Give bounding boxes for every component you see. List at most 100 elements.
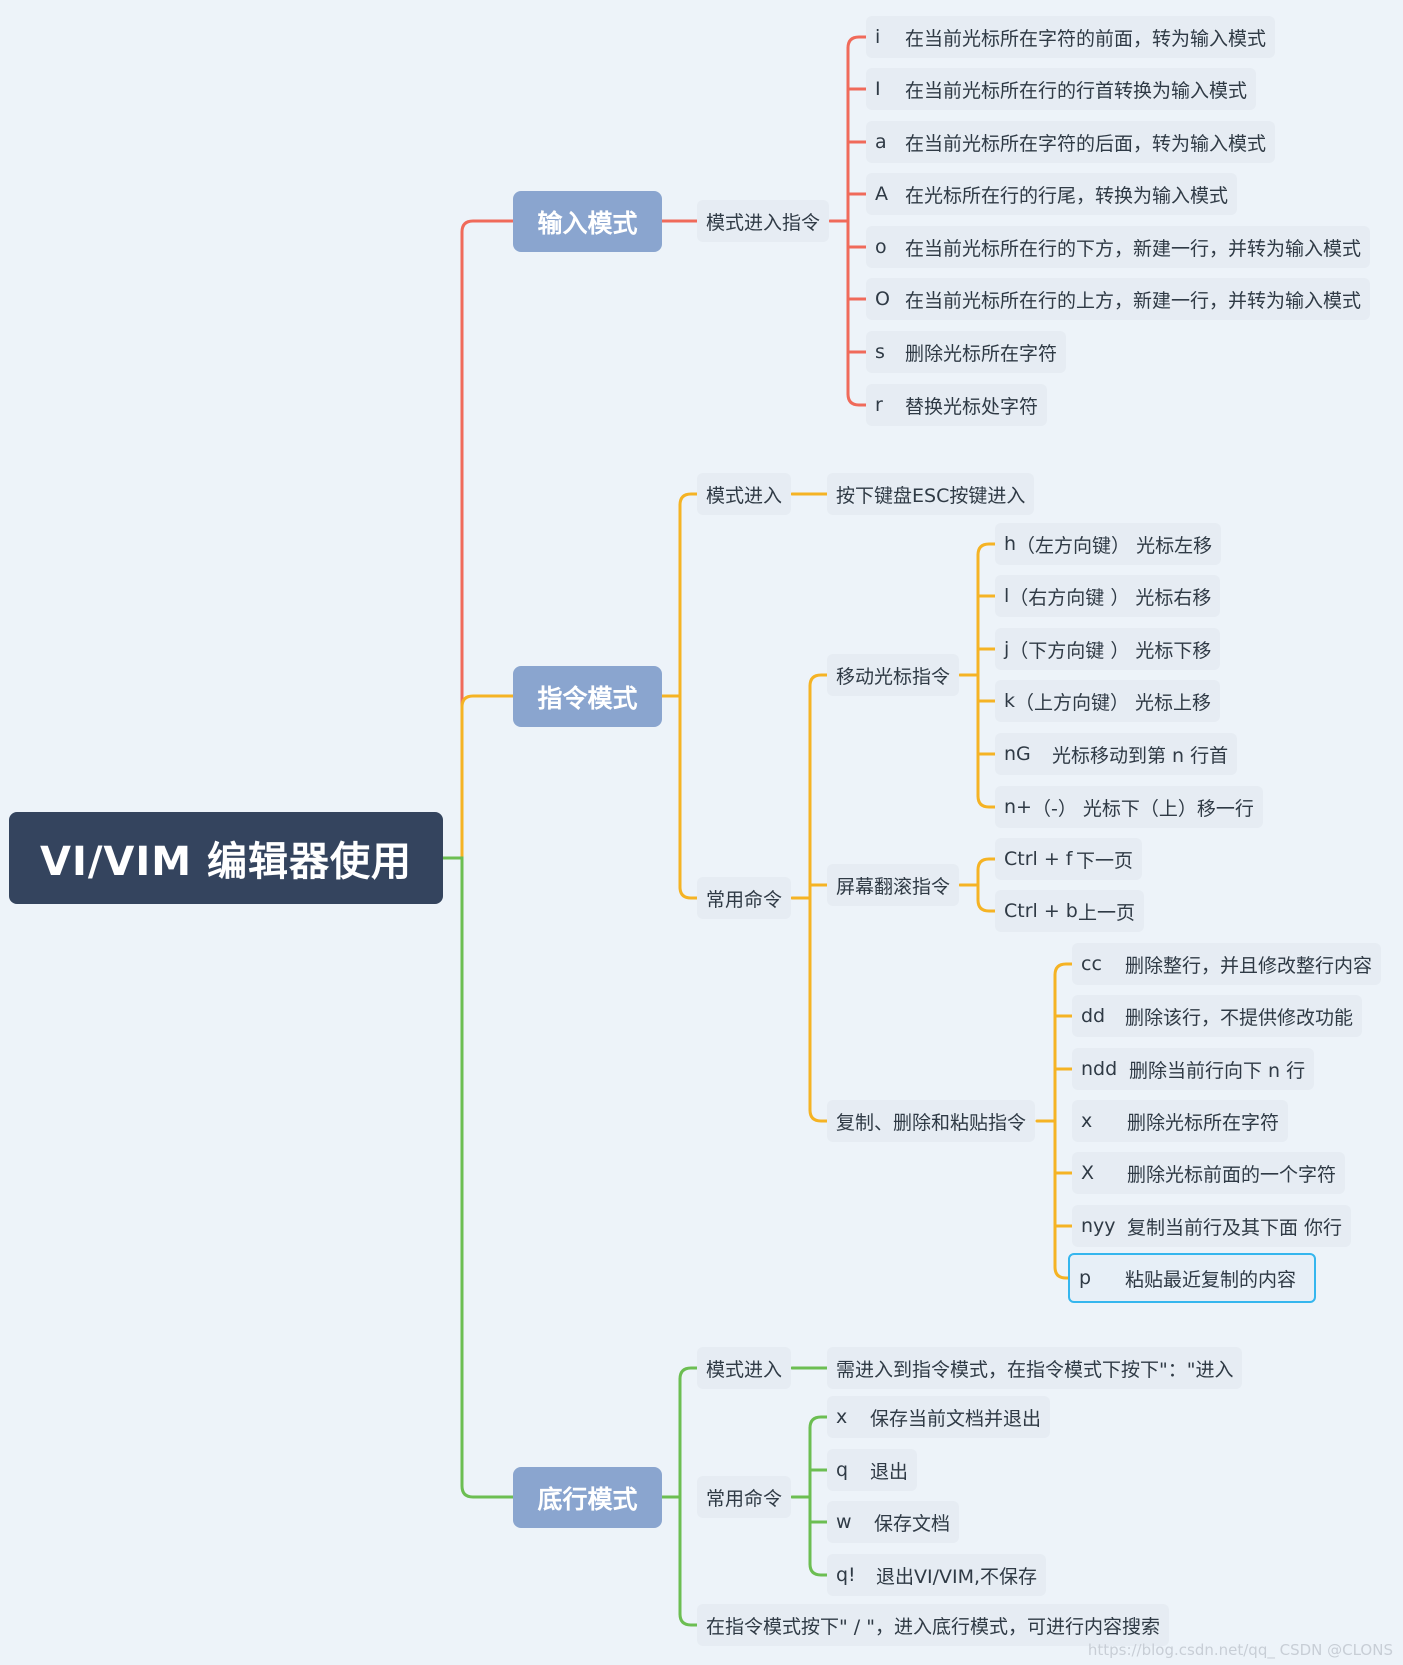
node-label: 屏幕翻滚指令 (836, 875, 951, 898)
item-key: A (875, 183, 888, 205)
item-key: w (836, 1511, 852, 1533)
item-desc: 光标移动到第 n 行首 (1052, 744, 1229, 767)
node-label: 模式进入指令 (706, 211, 821, 234)
move-item-n-plus[interactable]: n+（-） 光标下（上）移一行 (995, 786, 1263, 828)
node-label: 模式进入 (706, 484, 783, 507)
node-label: 模式进入 (706, 1358, 783, 1381)
move-item-l[interactable]: l（右方向键 ） 光标右移 (995, 575, 1221, 617)
item-key: ndd (1081, 1058, 1118, 1080)
item-key: s (875, 341, 885, 363)
move-item-k[interactable]: k（上方向键） 光标上移 (995, 680, 1221, 722)
input-item-A[interactable]: A 在光标所在行的行尾，转换为输入模式 (866, 173, 1238, 215)
edit-item-x[interactable]: x 删除光标所在字符 (1072, 1100, 1289, 1142)
item-desc: （下方向键 ） 光标下移 (1009, 639, 1212, 662)
item-key: k (1004, 690, 1016, 712)
lastline-mode-enter[interactable]: 模式进入 (697, 1347, 792, 1389)
item-desc: 复制当前行及其下面 你行 (1127, 1216, 1343, 1239)
item-desc: 在当前光标所在字符的后面，转为输入模式 (905, 132, 1267, 155)
item-key: x (1081, 1110, 1093, 1132)
item-desc: 粘贴最近复制的内容 (1125, 1268, 1297, 1291)
branch-command-mode-label: 指令模式 (537, 683, 638, 713)
command-mode-enter-text[interactable]: 按下键盘ESC按键进入 (827, 473, 1035, 515)
lastline-item-q[interactable]: q 退出 (827, 1449, 918, 1491)
command-mode-common[interactable]: 常用命令 (697, 877, 792, 919)
copy-delete-paste-commands[interactable]: 复制、删除和粘贴指令 (827, 1100, 1036, 1142)
watermark: https://blog.csdn.net/qq_ CSDN @CLONS (1087, 1641, 1393, 1659)
edit-item-ndd[interactable]: ndd 删除当前行向下 n 行 (1072, 1048, 1315, 1090)
item-key: p (1079, 1267, 1092, 1289)
root-node[interactable]: VI/VIM 编辑器使用 (9, 812, 443, 904)
lastline-item-x[interactable]: x 保存当前文档并退出 (827, 1396, 1051, 1438)
branch-command-mode[interactable]: 指令模式 (513, 666, 662, 727)
item-desc: 保存文档 (874, 1512, 951, 1535)
link-root-command (441, 694, 515, 860)
item-desc: 在当前光标所在行的下方，新建一行，并转为输入模式 (905, 237, 1362, 260)
lastline-mode-common[interactable]: 常用命令 (697, 1476, 792, 1518)
item-key: a (875, 131, 887, 153)
edit-item-p[interactable]: p 粘贴最近复制的内容 (1068, 1253, 1316, 1303)
item-desc: 删除当前行向下 n 行 (1129, 1059, 1306, 1082)
item-key: nyy (1081, 1215, 1116, 1237)
item-desc: 在光标所在行的行尾，转换为输入模式 (905, 184, 1229, 207)
item-key: j (1004, 638, 1010, 660)
item-key: nG (1004, 743, 1031, 765)
branch-input-mode-label: 输入模式 (537, 208, 638, 238)
item-key: Ctrl + b (1004, 900, 1078, 922)
branch-input-mode[interactable]: 输入模式 (513, 191, 662, 252)
branch-lastline-mode[interactable]: 底行模式 (513, 1467, 662, 1528)
move-item-h[interactable]: h（左方向键） 光标左移 (995, 523, 1222, 565)
item-desc: 下一页 (1076, 849, 1134, 872)
lastline-item-w[interactable]: w 保存文档 (827, 1501, 960, 1543)
item-desc: 上一页 (1078, 901, 1136, 924)
item-key: q! (836, 1564, 856, 1586)
item-desc: 删除光标所在字符 (1127, 1111, 1280, 1134)
command-mode-enter[interactable]: 模式进入 (697, 473, 792, 515)
item-desc: 在当前光标所在行的上方，新建一行，并转为输入模式 (905, 289, 1362, 312)
lastline-search-note[interactable]: 在指令模式按下" / "，进入底行模式，可进行内容搜索 (697, 1604, 1169, 1646)
item-key: Ctrl + f (1004, 848, 1073, 870)
input-item-a[interactable]: a 在当前光标所在字符的后面，转为输入模式 (866, 121, 1276, 163)
item-key: q (836, 1459, 849, 1481)
move-item-nG[interactable]: nG 光标移动到第 n 行首 (995, 733, 1238, 775)
input-mode-enter-commands[interactable]: 模式进入指令 (697, 200, 830, 242)
node-label: 需进入到指令模式，在指令模式下按下"："进入 (836, 1358, 1234, 1381)
item-desc: 在当前光标所在行的行首转换为输入模式 (905, 79, 1248, 102)
move-item-j[interactable]: j（下方向键 ） 光标下移 (995, 628, 1221, 670)
item-key: dd (1081, 1005, 1106, 1027)
item-desc: （左方向键） 光标左移 (1016, 534, 1213, 557)
edit-item-nyy[interactable]: nyy 复制当前行及其下面 你行 (1072, 1205, 1352, 1247)
item-desc: 保存当前文档并退出 (870, 1407, 1042, 1430)
item-desc: 退出VI/VIM,不保存 (876, 1565, 1038, 1588)
item-desc: 删除整行，并且修改整行内容 (1125, 954, 1373, 977)
item-key: l (1004, 585, 1010, 607)
link-root-lastline (441, 856, 515, 1499)
item-key: n+ (1004, 796, 1032, 818)
lastline-mode-enter-text[interactable]: 需进入到指令模式，在指令模式下按下"："进入 (827, 1347, 1243, 1389)
item-key: h (1004, 533, 1017, 555)
item-key: x (836, 1406, 848, 1428)
item-desc: 替换光标处字符 (905, 395, 1039, 418)
root-title: VI/VIM 编辑器使用 (39, 839, 413, 885)
scroll-commands[interactable]: 屏幕翻滚指令 (827, 864, 960, 906)
item-desc: （-） 光标下（上）移一行 (1031, 797, 1254, 820)
link-root-input (441, 219, 515, 860)
lastline-item-q-bang[interactable]: q! 退出VI/VIM,不保存 (827, 1554, 1047, 1596)
move-cursor-commands[interactable]: 移动光标指令 (827, 654, 960, 696)
item-key: X (1081, 1162, 1095, 1184)
item-desc: 退出 (870, 1460, 909, 1483)
node-label: 在指令模式按下" / "，进入底行模式，可进行内容搜索 (706, 1615, 1160, 1638)
node-label: 复制、删除和粘贴指令 (836, 1111, 1027, 1134)
item-key: i (875, 26, 881, 48)
